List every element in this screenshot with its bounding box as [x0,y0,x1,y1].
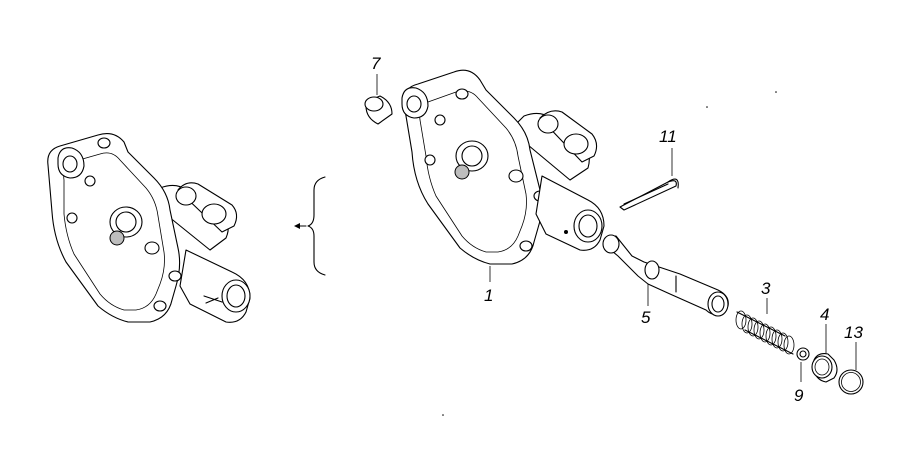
scan-specks [442,91,777,416]
leader-lines [376,74,857,382]
callout-9: 9 [794,386,804,405]
pump-body-part-1 [401,69,605,265]
cotter-pin-part-11 [619,178,679,211]
callout-4: 4 [820,305,829,324]
sleeve-part-7 [364,95,393,125]
callout-7: 7 [371,54,381,73]
plunger-part-5 [602,234,729,317]
assembly-bracket [294,176,326,276]
spring-part-3 [735,310,795,355]
callout-13: 13 [844,323,863,342]
callout-11: 11 [659,127,677,146]
plug-part-4 [811,353,838,383]
assembled-pump-body [47,133,251,323]
callout-1: 1 [484,286,493,305]
o-ring-part-13 [838,369,864,395]
callout-labels: 7 11 1 5 3 4 9 13 [371,54,863,405]
washer-part-9 [796,347,810,361]
callout-5: 5 [641,308,651,327]
callout-3: 3 [761,279,771,298]
